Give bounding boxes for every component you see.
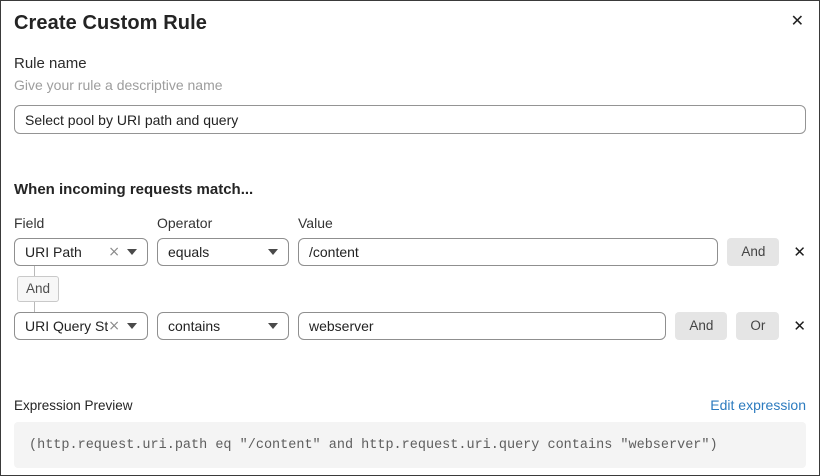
value-input[interactable] (298, 312, 667, 340)
operator-select[interactable]: equals (157, 238, 289, 266)
rule-name-label: Rule name (14, 55, 87, 72)
field-select-value: URI Path (25, 244, 82, 260)
field-column-label: Field (14, 215, 45, 231)
operator-select[interactable]: contains (157, 312, 289, 340)
expression-preview-label: Expression Preview (14, 398, 133, 413)
match-heading: When incoming requests match... (14, 181, 254, 198)
dialog-header: Create Custom Rule ✕ (14, 9, 806, 37)
close-icon[interactable]: ✕ (789, 9, 806, 33)
field-select[interactable]: URI Path × (14, 238, 148, 266)
condition-row: URI Query St... × contains And Or ✕ (14, 312, 806, 340)
chevron-down-icon (127, 249, 137, 255)
condition-column-labels: Field Operator Value (14, 214, 806, 232)
remove-condition-icon[interactable]: ✕ (793, 243, 806, 261)
field-select[interactable]: URI Query St... × (14, 312, 148, 340)
clear-selection-icon[interactable]: × (108, 244, 120, 260)
value-column-label: Value (298, 215, 333, 231)
condition-connector: And (14, 266, 806, 312)
clear-selection-icon[interactable]: × (108, 318, 120, 334)
connector-line (34, 302, 35, 312)
connector-line (34, 266, 35, 276)
chevron-down-icon (268, 323, 278, 329)
expression-code-box: (http.request.uri.path eq "/content" and… (14, 422, 806, 468)
edit-expression-link[interactable]: Edit expression (710, 397, 806, 413)
operator-column-label: Operator (157, 215, 213, 231)
and-condition-button[interactable]: And (727, 238, 780, 266)
expression-code: (http.request.uri.path eq "/content" and… (29, 437, 718, 453)
remove-condition-icon[interactable]: ✕ (793, 317, 806, 335)
and-condition-button[interactable]: And (675, 312, 728, 340)
chevron-down-icon (127, 323, 137, 329)
condition-row: URI Path × equals And ✕ (14, 238, 806, 266)
chevron-down-icon (268, 249, 278, 255)
dialog-title: Create Custom Rule (14, 12, 207, 34)
operator-select-value: contains (168, 318, 221, 334)
or-condition-button[interactable]: Or (736, 312, 780, 340)
rule-name-input[interactable] (14, 105, 806, 134)
expression-preview-header: Expression Preview Edit expression (14, 397, 806, 413)
value-input[interactable] (298, 238, 719, 266)
field-select-value: URI Query St... (25, 318, 109, 334)
rule-name-hint: Give your rule a descriptive name (14, 77, 223, 93)
and-connector-badge: And (17, 276, 60, 302)
operator-select-value: equals (168, 244, 210, 260)
